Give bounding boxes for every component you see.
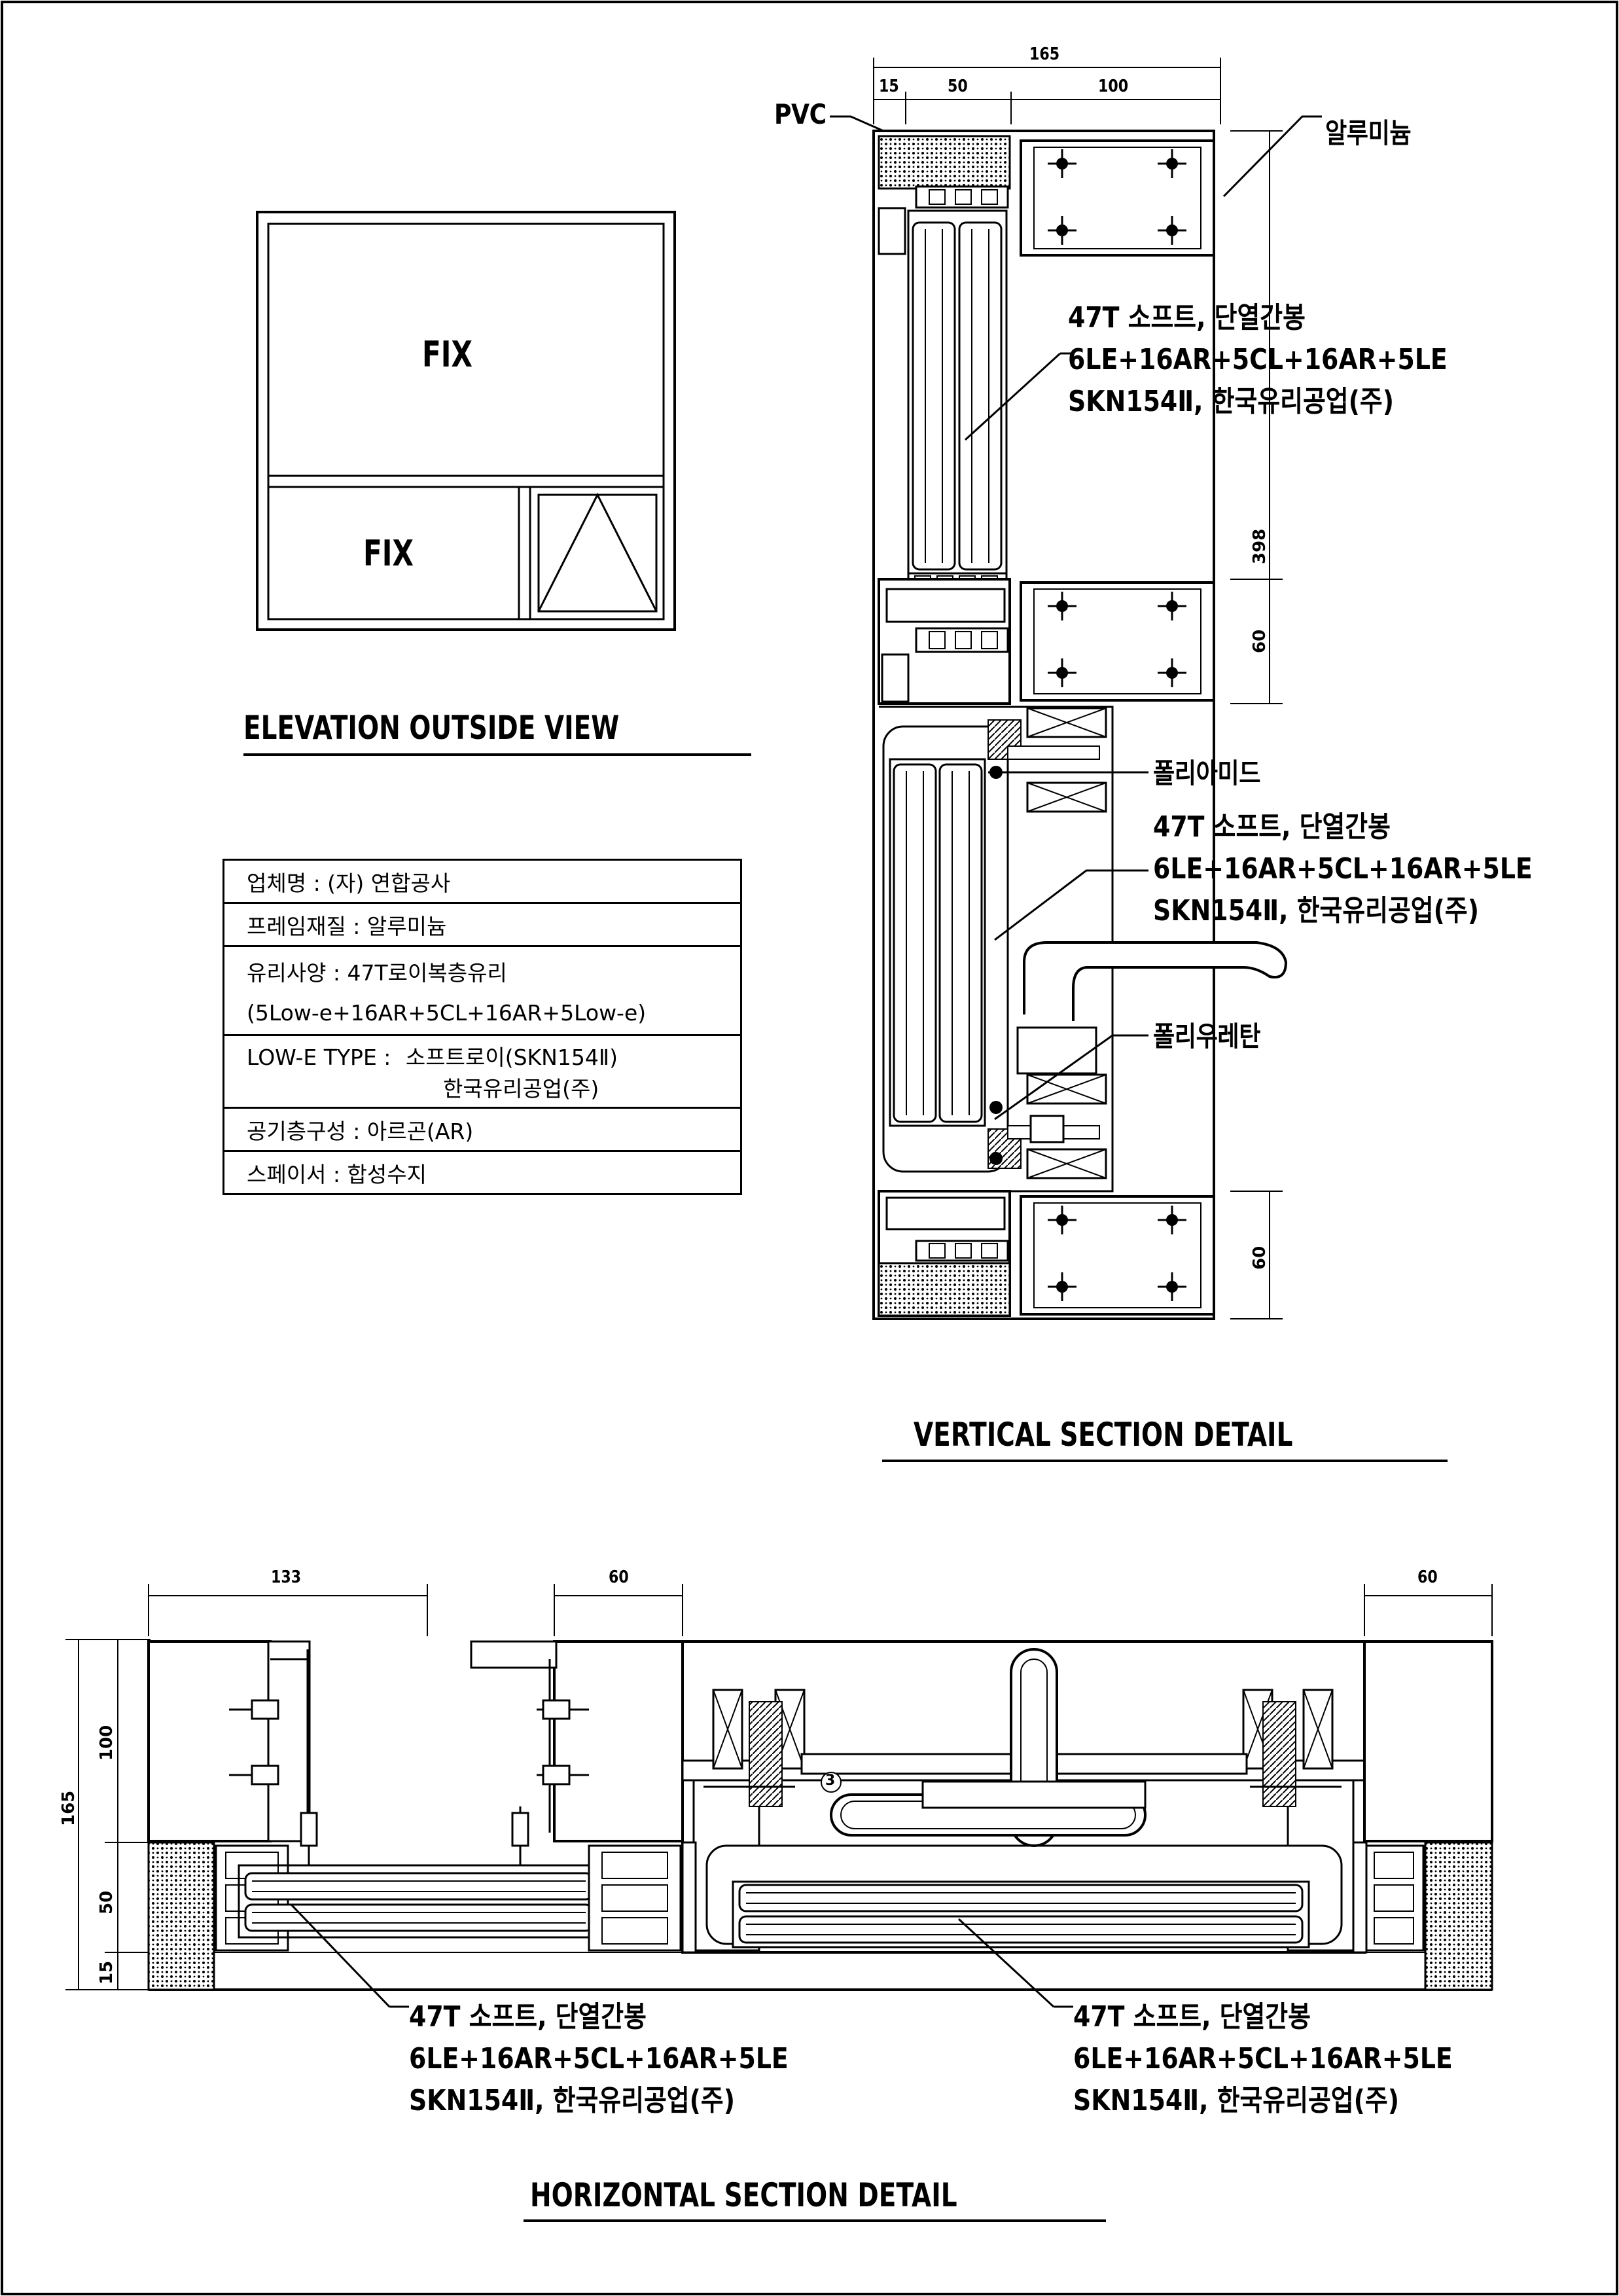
dim-15: 15 bbox=[879, 77, 899, 96]
hdim-100: 100 bbox=[97, 1725, 116, 1761]
dim-60-transom: 60 bbox=[1250, 629, 1270, 653]
hdim-133: 133 bbox=[271, 1568, 302, 1587]
spec-lowe-cell: LOW-E TYPE : 소프트로이(SKN154Ⅱ) 한국유리공업(주) bbox=[222, 1034, 742, 1109]
spec-frame: 프레임재질 : 알루미늄 bbox=[222, 902, 742, 947]
dim-60-sill: 60 bbox=[1250, 1246, 1270, 1270]
hdim-60-mid: 60 bbox=[609, 1568, 629, 1587]
spec-spacer: 스페이서 : 합성수지 bbox=[222, 1150, 742, 1195]
hdim-60-right: 60 bbox=[1417, 1568, 1438, 1587]
glass-callout-top-line2: 6LE+16AR+5CL+16AR+5LE bbox=[1068, 343, 1448, 376]
glass-callout-top: 47T 소프트, 단열간봉 6LE+16AR+5CL+16AR+5LE SKN1… bbox=[1068, 297, 1448, 423]
glass-callout-right-line2: 6LE+16AR+5CL+16AR+5LE bbox=[1073, 2042, 1453, 2075]
elevation-frame bbox=[256, 211, 676, 631]
glass-callout-left-line3: SKN154Ⅱ, 한국유리공업(주) bbox=[409, 2084, 735, 2117]
elevation-top-label: FIX bbox=[422, 334, 472, 375]
spec-glass-cell: 유리사양 : 47T로이복층유리 (5Low-e+16AR+5CL+16AR+5… bbox=[222, 945, 742, 1036]
glass-callout-top-line1: 47T 소프트, 단열간봉 bbox=[1068, 301, 1306, 334]
glass-callout-mid: 47T 소프트, 단열간봉 6LE+16AR+5CL+16AR+5LE SKN1… bbox=[1153, 806, 1533, 932]
circle-marker-3: 3 bbox=[825, 1772, 836, 1789]
glass-callout-right-line3: SKN154Ⅱ, 한국유리공업(주) bbox=[1073, 2084, 1399, 2117]
glass-callout-mid-line3: SKN154Ⅱ, 한국유리공업(주) bbox=[1153, 894, 1479, 927]
spec-glass-composition: (5Low-e+16AR+5CL+16AR+5Low-e) bbox=[247, 1000, 647, 1026]
dim-100: 100 bbox=[1098, 77, 1129, 96]
elevation-bottom-label: FIX bbox=[363, 533, 414, 574]
spec-lowe-value2: 한국유리공업(주) bbox=[443, 1076, 599, 1102]
dim-50: 50 bbox=[948, 77, 968, 96]
glass-callout-mid-line1: 47T 소프트, 단열간봉 bbox=[1153, 810, 1391, 844]
dim-overall-165: 165 bbox=[1029, 45, 1060, 64]
hdim-50: 50 bbox=[97, 1890, 116, 1914]
horizontal-title: HORIZONTAL SECTION DETAIL bbox=[530, 2176, 957, 2214]
label-polyurethane: 폴리우레탄 bbox=[1153, 1020, 1261, 1052]
glass-callout-left: 47T 소프트, 단열간봉 6LE+16AR+5CL+16AR+5LE SKN1… bbox=[409, 1996, 789, 2122]
spec-glass: 유리사양 : 47T로이복층유리 bbox=[247, 960, 507, 986]
glass-callout-right-line1: 47T 소프트, 단열간봉 bbox=[1073, 2000, 1311, 2034]
vertical-title: VERTICAL SECTION DETAIL bbox=[914, 1416, 1293, 1454]
spec-company: 업체명 : (자) 연합공사 bbox=[222, 859, 742, 904]
spec-lowe-value1: 소프트로이(SKN154Ⅱ) bbox=[405, 1045, 618, 1070]
dim-398: 398 bbox=[1250, 528, 1270, 564]
label-aluminum: 알루미늄 bbox=[1325, 117, 1412, 149]
glass-callout-mid-line2: 6LE+16AR+5CL+16AR+5LE bbox=[1153, 852, 1533, 886]
spec-air: 공기층구성 : 아르곤(AR) bbox=[222, 1107, 742, 1152]
glass-callout-left-line2: 6LE+16AR+5CL+16AR+5LE bbox=[409, 2042, 789, 2075]
hdim-165: 165 bbox=[59, 1790, 79, 1826]
label-polyamide: 폴리아미드 bbox=[1153, 757, 1261, 789]
glass-callout-right: 47T 소프트, 단열간봉 6LE+16AR+5CL+16AR+5LE SKN1… bbox=[1073, 1996, 1453, 2122]
vertical-section bbox=[830, 58, 1322, 1320]
elevation-title: ELEVATION OUTSIDE VIEW bbox=[243, 709, 620, 747]
spec-table: 업체명 : (자) 연합공사 프레임재질 : 알루미늄 유리사양 : 47T로이… bbox=[222, 859, 742, 1195]
label-pvc: PVC bbox=[774, 98, 827, 130]
horizontal-section bbox=[65, 1584, 1493, 2008]
hdim-15: 15 bbox=[97, 1960, 116, 1984]
spec-lowe-label: LOW-E TYPE : bbox=[247, 1045, 391, 1070]
glass-callout-top-line3: SKN154Ⅱ, 한국유리공업(주) bbox=[1068, 385, 1394, 418]
glass-callout-left-line1: 47T 소프트, 단열간봉 bbox=[409, 2000, 647, 2034]
